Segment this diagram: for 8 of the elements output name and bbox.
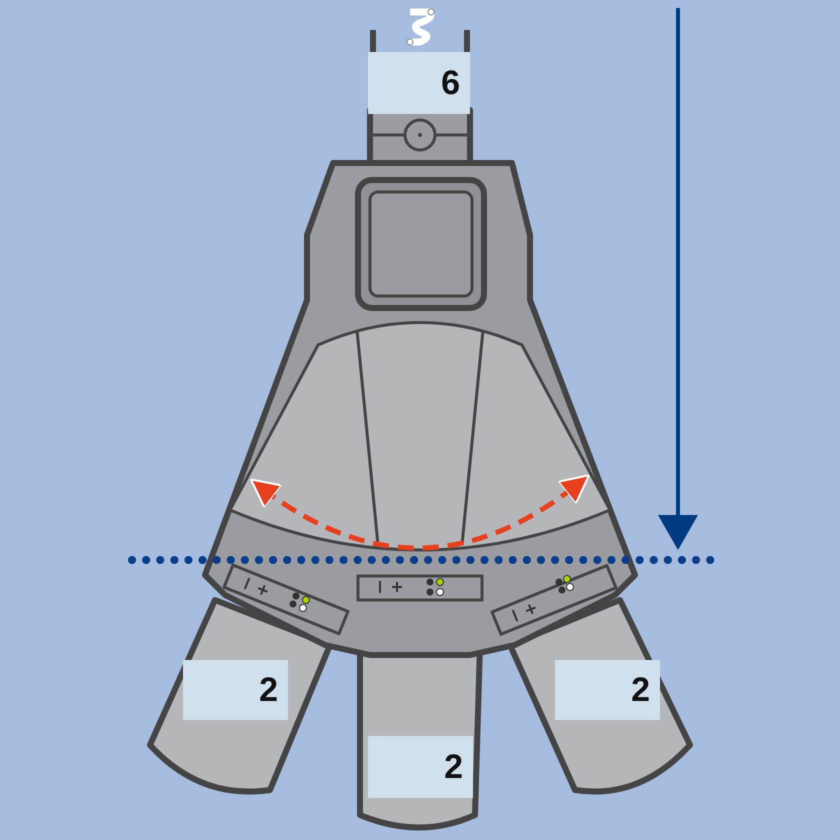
part-number: 2 (631, 670, 650, 710)
label-plate (183, 660, 288, 720)
part-number: 2 (259, 670, 278, 710)
label-plate (368, 52, 470, 114)
part-number: 2 (444, 748, 463, 786)
label-plate (368, 736, 473, 798)
part-number: 6 (441, 64, 460, 102)
label-plate (555, 660, 660, 720)
